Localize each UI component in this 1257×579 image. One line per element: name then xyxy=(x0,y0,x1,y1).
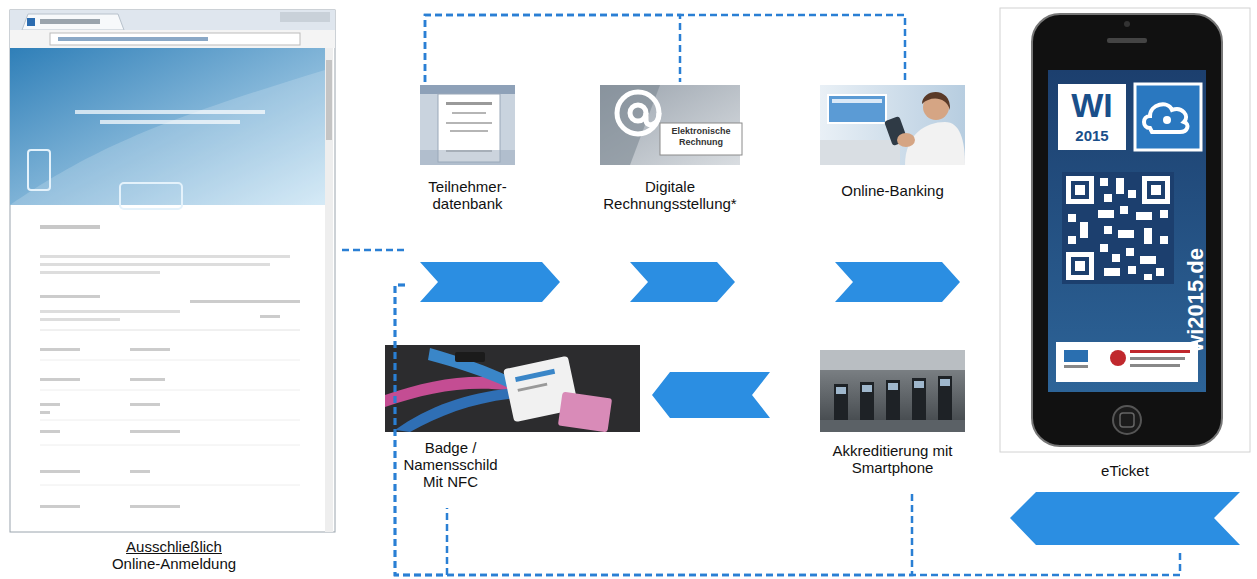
caption: Akkreditierung mit Smartphone xyxy=(805,442,980,476)
step-label: Online-Anmeldung xyxy=(8,555,340,572)
dashed-connector xyxy=(395,285,912,575)
signup-screenshot: AusschließlichOnline-Anmeldung xyxy=(8,8,342,576)
website-text: wi2015.de xyxy=(1184,235,1208,365)
accreditation-step: Akkreditierung mit Smartphone xyxy=(805,346,982,491)
dashed-connector xyxy=(425,15,905,82)
step-label: Akkreditierung mit Smartphone xyxy=(805,442,980,476)
invoice-step: Digitale Rechnungsstellung* xyxy=(590,82,752,220)
step-label: Badge / Namensschild Mit NFC xyxy=(393,439,508,490)
dashed-connector xyxy=(342,249,405,252)
database-step: Teilnehmer- datenbank xyxy=(405,82,532,292)
caption: Online-Banking xyxy=(815,182,970,199)
caption: eTicket xyxy=(998,462,1252,479)
step-label: Digitale Rechnungsstellung* xyxy=(590,178,750,212)
caption: Badge / Namensschild Mit NFC xyxy=(393,439,508,490)
phone-picture xyxy=(1000,8,1250,452)
flow-chevron xyxy=(420,262,1240,545)
step-label: Teilnehmer- datenbank xyxy=(405,178,530,212)
logo-year: 2015 xyxy=(1058,127,1126,145)
caption: Digitale Rechnungsstellung* xyxy=(590,178,750,212)
logo-text: WI xyxy=(1058,86,1126,124)
browser-screenshot xyxy=(10,10,335,532)
caption: Teilnehmer- datenbank xyxy=(405,178,530,212)
invoice-card-text: Elektronische Rechnung xyxy=(663,126,739,148)
database-picture xyxy=(420,85,515,165)
badge-picture xyxy=(385,345,640,432)
dashed-connector xyxy=(395,285,447,575)
step-label: Online-Banking xyxy=(815,182,970,199)
banking-step: Online-Banking xyxy=(815,82,972,207)
step-label: eTicket xyxy=(998,462,1252,479)
dashed-connector xyxy=(395,285,1180,575)
badge-step: Badge / Namensschild Mit NFC xyxy=(383,343,643,508)
banking-picture xyxy=(820,85,965,165)
step-label: Ausschließlich xyxy=(8,538,340,555)
accreditation-picture xyxy=(820,350,965,432)
eticket-step: eTicket xyxy=(998,6,1254,550)
invoice-picture xyxy=(600,85,742,165)
caption: AusschließlichOnline-Anmeldung xyxy=(8,538,340,572)
dashed-connector xyxy=(425,15,680,82)
